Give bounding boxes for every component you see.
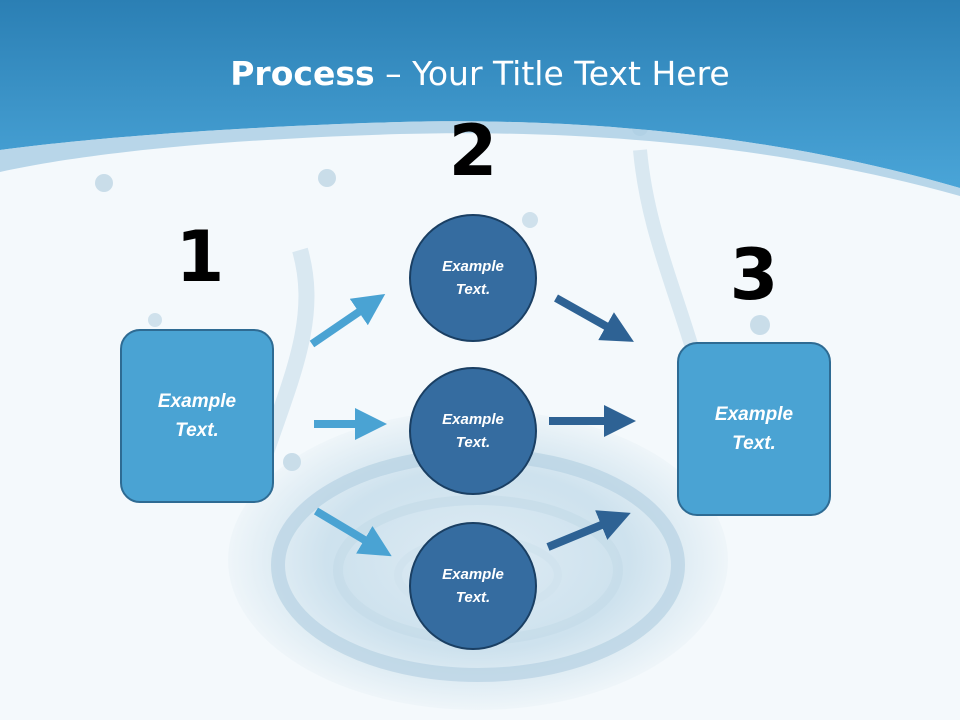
arrow-left-to-top — [309, 293, 386, 348]
circle-top: Example Text. — [409, 214, 537, 342]
arrow-left-to-bottom — [313, 507, 392, 557]
right-box: Example Text. — [677, 342, 831, 516]
title-bold: Process — [230, 54, 375, 93]
left-box: Example Text. — [120, 329, 274, 503]
circle-middle-text: Example Text. — [442, 411, 504, 451]
step-number-1: 1 — [175, 216, 225, 298]
left-box-text: Example Text. — [157, 391, 237, 441]
circle-top-text: Example Text. — [442, 258, 504, 298]
title-rest: – Your Title Text Here — [374, 54, 730, 93]
right-box-text: Example Text. — [714, 404, 794, 454]
circle-bottom-text: Example Text. — [442, 566, 504, 606]
slide-title: Process – Your Title Text Here — [0, 52, 960, 96]
arrow-top-to-right — [554, 294, 634, 342]
arrow-bottom-to-right — [546, 510, 631, 551]
step-number-2: 2 — [448, 110, 498, 192]
step-number-3: 3 — [729, 234, 779, 316]
circle-bottom: Example Text. — [409, 522, 537, 650]
circle-middle: Example Text. — [409, 367, 537, 495]
